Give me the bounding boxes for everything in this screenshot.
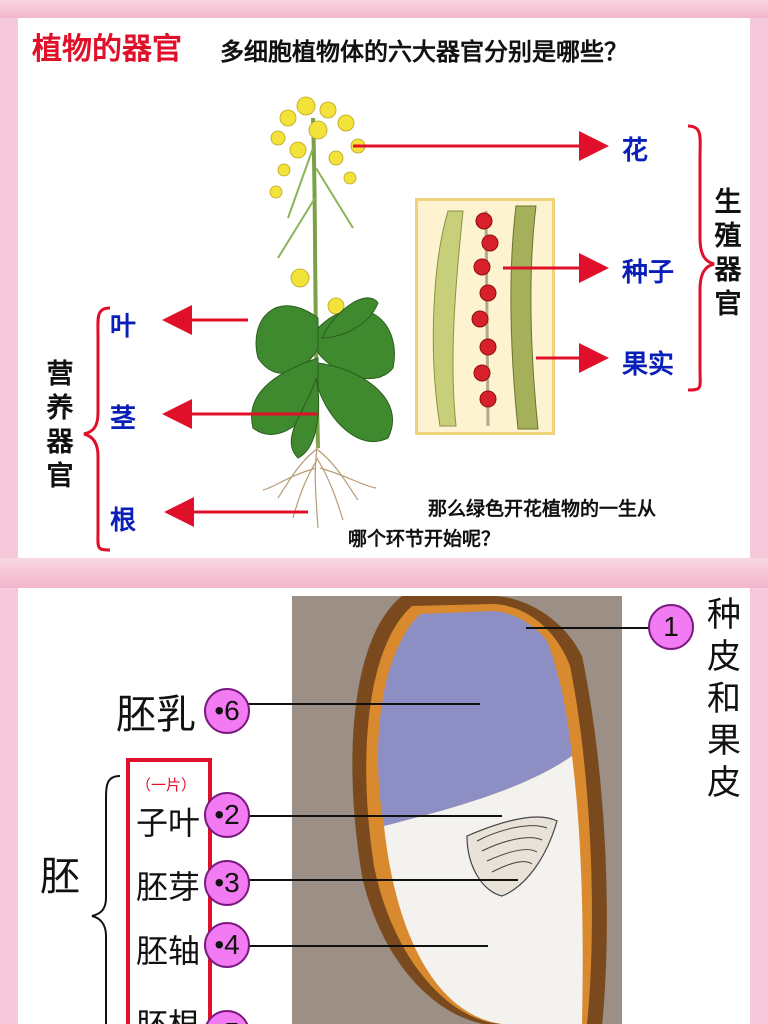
marker-4: •4 [204, 922, 250, 968]
slide-title: 植物的器官 [32, 32, 182, 67]
label-reproductive-organs: 生 殖 器 官 [712, 186, 744, 322]
rapeseed-plant-illustration [251, 96, 395, 528]
label-endosperm: 胚乳 [116, 692, 196, 738]
label-one-piece: （一片） [136, 776, 197, 794]
label-fruit: 果实 [622, 350, 675, 380]
label-char: 皮 [707, 637, 741, 677]
label-char: 种 [707, 595, 741, 635]
seed-pod-illustration [432, 205, 539, 430]
slide-plant-organs: 植物的器官 多细胞植物体的六大器官分别是哪些？ [18, 18, 750, 558]
group-char: 官 [46, 461, 74, 492]
label-seed-coat-and-pericarp: 种 皮 和 果 皮 [702, 594, 746, 804]
group-char: 生 [714, 187, 742, 218]
group-char: 器 [46, 427, 74, 458]
marker-1: 1 [648, 604, 694, 650]
label-flower: 花 [622, 136, 649, 166]
label-char: 和 [707, 679, 741, 719]
slide-seed-structure: 种 皮 和 果 皮 胚乳 胚 （一片） 子叶 胚芽 胚轴 胚根 1 •6 •2 … [18, 588, 750, 1024]
label-leaf: 叶 [110, 312, 137, 342]
marker-3: •3 [204, 860, 250, 906]
caption-line-2: 哪个环节开始呢？ [348, 528, 501, 550]
caption-line-1: 那么绿色开花植物的一生从 [428, 498, 657, 520]
slide-question: 多细胞植物体的六大器官分别是哪些？ [220, 38, 628, 66]
group-char: 养 [46, 393, 74, 424]
group-char: 器 [714, 255, 742, 286]
group-char: 营 [46, 359, 74, 390]
label-cotyledon: 子叶 [136, 804, 201, 842]
middle-band [0, 558, 768, 588]
seed-pod-photo [415, 198, 555, 435]
leader-lines [91, 627, 654, 1024]
label-plumule: 胚芽 [136, 868, 201, 906]
group-char: 官 [714, 289, 742, 320]
label-embryo: 胚 [40, 854, 80, 900]
arrows-layer [83, 124, 715, 552]
marker-2: •2 [204, 792, 250, 838]
label-vegetative-organs: 营 养 器 官 [44, 358, 76, 494]
label-stem: 茎 [110, 404, 137, 434]
top-band [0, 0, 768, 18]
marker-6: •6 [204, 688, 250, 734]
label-char: 皮 [707, 763, 741, 803]
group-char: 殖 [714, 221, 742, 252]
label-seed: 种子 [622, 258, 675, 288]
label-char: 果 [707, 721, 741, 761]
label-radicle: 胚根 [136, 1000, 200, 1024]
label-hypocotyl: 胚轴 [136, 932, 201, 970]
corn-kernel-section-image [292, 596, 622, 1024]
label-root: 根 [110, 506, 137, 536]
